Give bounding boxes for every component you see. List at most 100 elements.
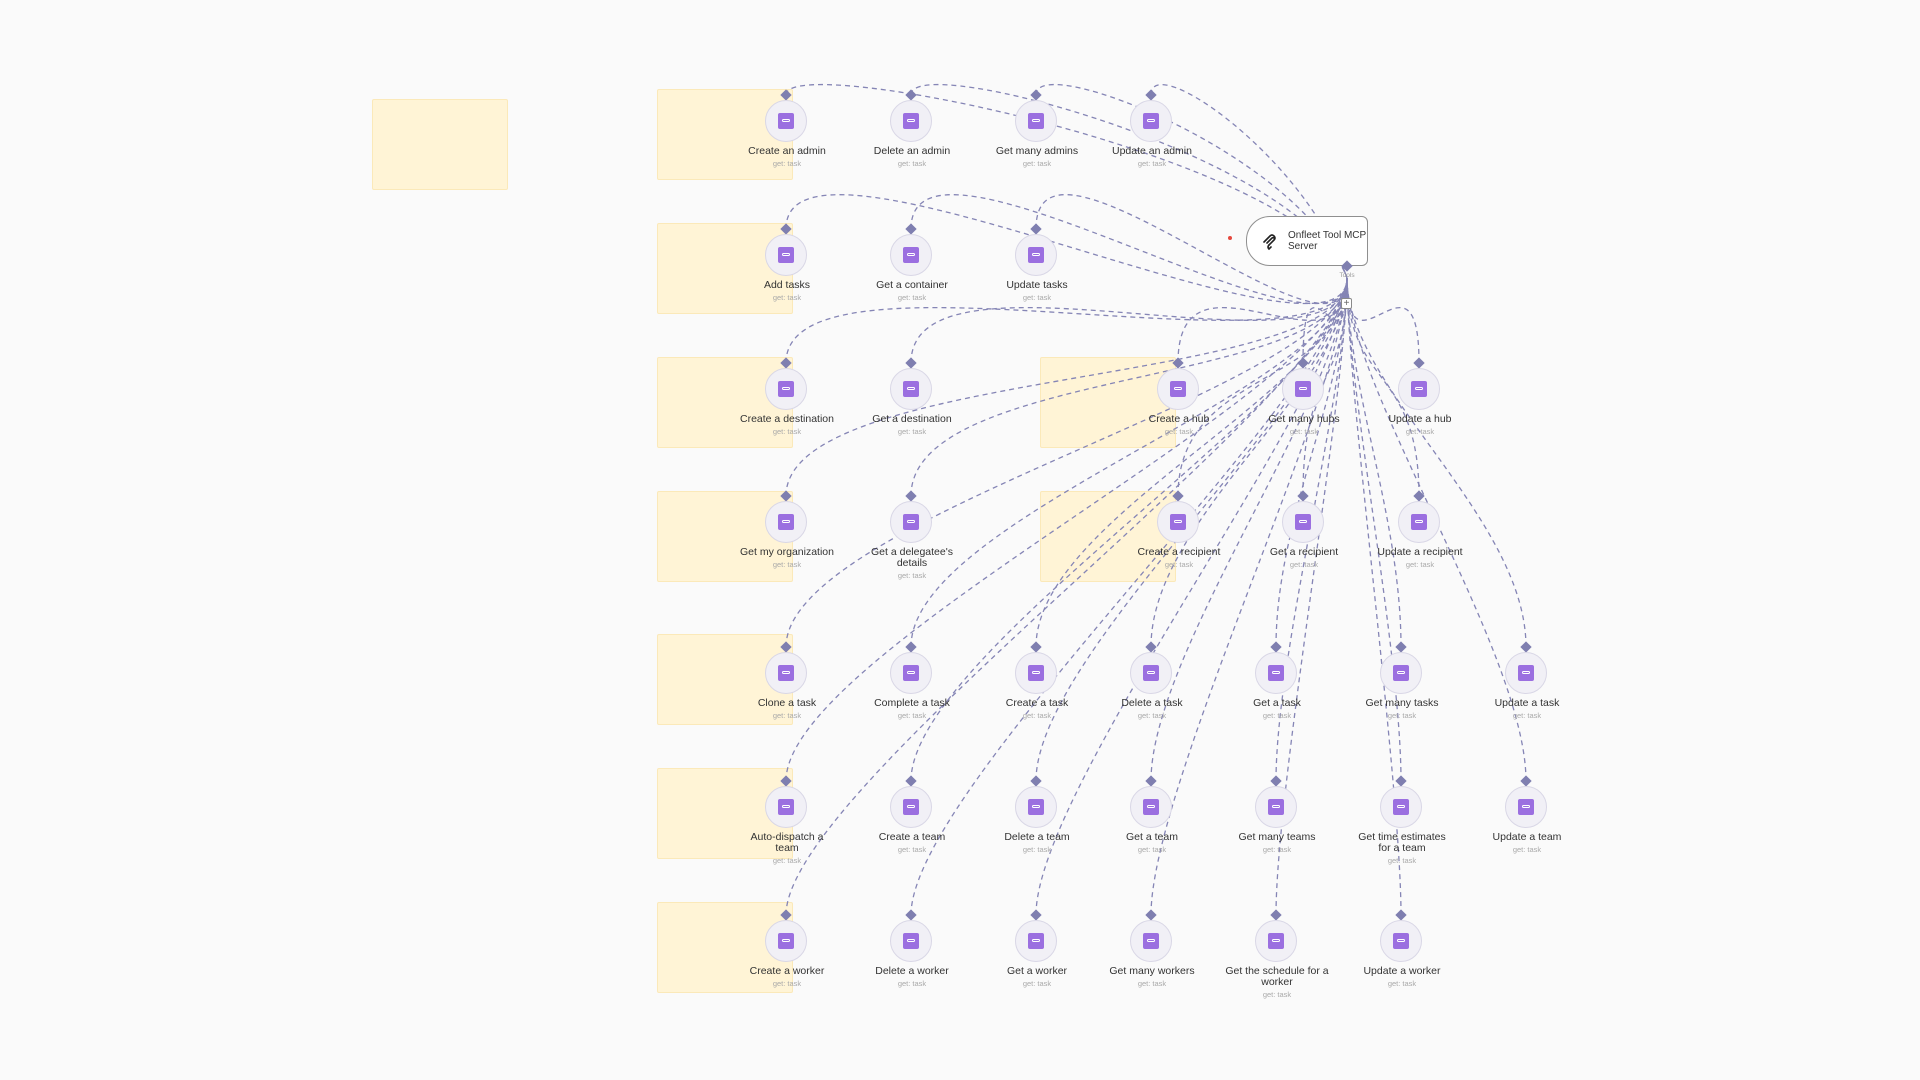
connection-wire[interactable] xyxy=(1150,277,1348,648)
tool-node-circle[interactable] xyxy=(765,100,807,142)
tool-node-circle[interactable] xyxy=(1505,786,1547,828)
tool-node-circle[interactable] xyxy=(890,100,932,142)
mcp-server-node[interactable]: Onfleet Tool MCP Server xyxy=(1246,216,1368,266)
tool-node-circle[interactable] xyxy=(1398,368,1440,410)
tool-port[interactable] xyxy=(1270,641,1282,653)
tool-port[interactable] xyxy=(1145,775,1157,787)
tool-port[interactable] xyxy=(1395,641,1407,653)
connection-wire[interactable] xyxy=(1346,277,1420,364)
tool-node-circle[interactable] xyxy=(1157,368,1199,410)
tool-node-circle[interactable] xyxy=(1015,100,1057,142)
tool-node-circle[interactable] xyxy=(1015,234,1057,276)
tool-node-circle[interactable] xyxy=(890,652,932,694)
tool-node-circle[interactable] xyxy=(765,652,807,694)
tool-port[interactable] xyxy=(1270,775,1282,787)
connection-wire[interactable] xyxy=(1346,277,1527,648)
tool-port[interactable] xyxy=(1413,490,1425,502)
tool-port[interactable] xyxy=(1297,490,1309,502)
connection-wire[interactable] xyxy=(1177,277,1348,364)
tool-port[interactable] xyxy=(1297,357,1309,369)
tool-port[interactable] xyxy=(1413,357,1425,369)
add-tool-button[interactable]: + xyxy=(1341,298,1352,309)
connection-wire[interactable] xyxy=(1346,277,1402,648)
tool-port[interactable] xyxy=(1145,909,1157,921)
tool-port[interactable] xyxy=(905,641,917,653)
tool-node-circle[interactable] xyxy=(765,501,807,543)
tool-node-circle[interactable] xyxy=(765,920,807,962)
tool-node-circle[interactable] xyxy=(890,920,932,962)
connection-wire[interactable] xyxy=(1275,277,1348,648)
sticky-note[interactable] xyxy=(372,99,508,190)
tool-port[interactable] xyxy=(1520,641,1532,653)
tool-node-circle[interactable] xyxy=(1380,786,1422,828)
tool-node-circle[interactable] xyxy=(890,368,932,410)
tool-node-circle[interactable] xyxy=(1015,920,1057,962)
tool-port[interactable] xyxy=(1145,89,1157,101)
tool-port[interactable] xyxy=(1030,775,1042,787)
tool-node-circle[interactable] xyxy=(765,786,807,828)
tool-node-circle[interactable] xyxy=(1130,652,1172,694)
tool-node-circle[interactable] xyxy=(1015,652,1057,694)
tool-node-circle[interactable] xyxy=(1130,100,1172,142)
tool-port[interactable] xyxy=(1030,223,1042,235)
tool-node-circle[interactable] xyxy=(890,786,932,828)
tool-node-circle[interactable] xyxy=(1282,501,1324,543)
tool-node-circle[interactable] xyxy=(890,234,932,276)
tool-port[interactable] xyxy=(905,490,917,502)
tool-port[interactable] xyxy=(1145,641,1157,653)
connection-wire[interactable] xyxy=(785,277,1348,648)
tool-node-circle[interactable] xyxy=(1380,920,1422,962)
tool-port[interactable] xyxy=(905,775,917,787)
tool-node-circle[interactable] xyxy=(1255,652,1297,694)
connection-wire[interactable] xyxy=(1302,277,1348,364)
tool-port[interactable] xyxy=(905,357,917,369)
tool-node-circle[interactable] xyxy=(1255,786,1297,828)
tool-port[interactable] xyxy=(1030,641,1042,653)
tool-node-circle[interactable] xyxy=(1398,501,1440,543)
tool-port[interactable] xyxy=(1270,909,1282,921)
tool-node-circle[interactable] xyxy=(1130,920,1172,962)
tool-port[interactable] xyxy=(1395,775,1407,787)
connection-wire[interactable] xyxy=(910,277,1348,648)
tool-port[interactable] xyxy=(1395,909,1407,921)
tool-node-circle[interactable] xyxy=(1130,786,1172,828)
tool-node-circle[interactable] xyxy=(1380,652,1422,694)
tool-node-circle[interactable] xyxy=(890,501,932,543)
tool-node-circle[interactable] xyxy=(1282,368,1324,410)
tool-port[interactable] xyxy=(1030,89,1042,101)
tool-node-circle[interactable] xyxy=(1157,501,1199,543)
tool-port[interactable] xyxy=(1030,909,1042,921)
tool-node-circle[interactable] xyxy=(765,368,807,410)
tool-port[interactable] xyxy=(1520,775,1532,787)
